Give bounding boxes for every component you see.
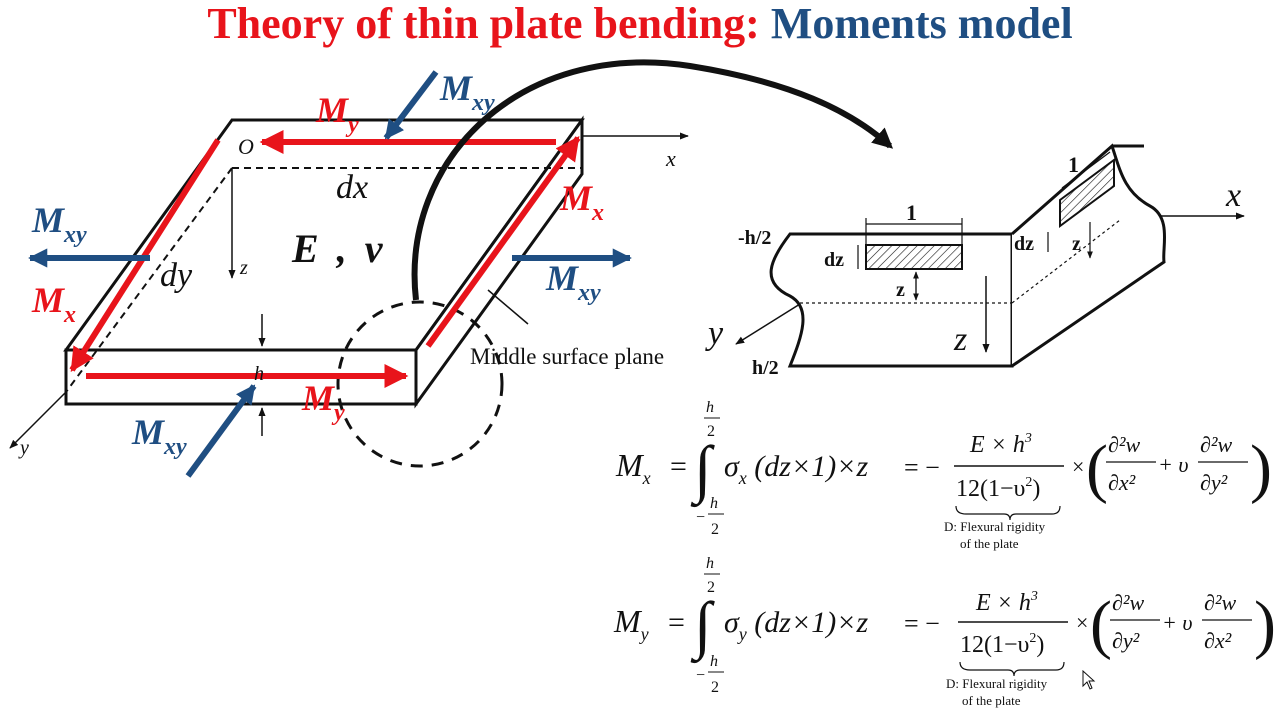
mx-times: × (1072, 454, 1084, 479)
mx-paren-open: ( (1086, 432, 1108, 505)
my-note2: of the plate (962, 693, 1021, 708)
slide-title: Theory of thin plate bending: Moments mo… (0, 0, 1280, 49)
mxy-bottom-arrow (185, 384, 257, 478)
mx-denominator: 12(1−υ2) (956, 475, 1040, 502)
mx-plus: + υ (1158, 452, 1188, 477)
front-z-label: z (896, 279, 905, 301)
mx-d2w-a: ∂²w (1108, 432, 1140, 457)
mx-right-arrow (425, 136, 581, 348)
my-paren-open: ( (1090, 588, 1112, 661)
mx-rhs-equals: = − (904, 453, 940, 482)
origin-label: O (238, 134, 254, 159)
plate-y-label: y (18, 437, 29, 459)
my-underbrace (959, 661, 1065, 677)
my-times: × (1076, 610, 1088, 635)
side-width-dim (1061, 151, 1111, 189)
my-sigma: σy (dz×1)×z (724, 606, 868, 647)
my-upper-2: 2 (707, 579, 715, 596)
my-lower-h: h (710, 653, 718, 670)
mx-dx2-a: ∂x² (1108, 470, 1136, 495)
plate-y-axis (9, 391, 67, 449)
equation-my: My = ∫ h 2 − h 2 σy (dz×1)×z = − E × h3 … (613, 555, 1276, 708)
my-upper-h: h (706, 555, 714, 572)
my-dx2-b: ∂x² (1204, 628, 1232, 653)
my-dy2-a: ∂y² (1112, 628, 1140, 653)
equation-mx: Mx = ∫ h 2 − h 2 σx (dz×1)×z = − E × h3 … (615, 399, 1272, 551)
moment-arrows-blue (28, 70, 632, 478)
side-z-label: z (1072, 233, 1081, 255)
mx-lower-2: 2 (711, 521, 719, 538)
mx-note2: of the plate (960, 536, 1019, 551)
mx-sigma: σx (dz×1)×z (724, 450, 868, 491)
mxy-top-label: Mxy (439, 68, 495, 116)
mouse-cursor-icon (1082, 670, 1096, 690)
mx-lower-h: h (710, 495, 718, 512)
my-note1: D: Flexural rigidity (946, 676, 1048, 691)
mx-upper-h: h (706, 399, 714, 416)
section-bottom-label: h/2 (752, 357, 779, 379)
front-dz-label: dz (824, 249, 844, 271)
mx-symbol: Mx (615, 447, 651, 488)
mx-paren-close: ) (1250, 432, 1272, 505)
mx-left-label: Mx (31, 280, 76, 328)
material-label: E , v (291, 226, 384, 271)
dx-label: dx (336, 169, 368, 206)
section-view (735, 143, 1245, 368)
my-integral: ∫ (690, 589, 715, 664)
my-rhs-equals: = − (904, 609, 940, 638)
middle-surface-leader (487, 289, 529, 325)
my-d2w-a: ∂²w (1112, 590, 1144, 615)
my-numerator: E × h3 (975, 589, 1038, 616)
zoom-circle (336, 300, 504, 468)
section-y-label: y (705, 315, 724, 352)
side-dz-label: dz (1014, 233, 1034, 255)
thickness-label: h (254, 363, 264, 385)
side-strip (1059, 158, 1115, 228)
my-d2w-b: ∂²w (1204, 590, 1236, 615)
section-top-label: -h/2 (738, 227, 771, 249)
my-paren-close: ) (1254, 588, 1276, 661)
mxy-left-label: Mxy (31, 200, 87, 248)
mx-upper-2: 2 (707, 423, 715, 440)
zoom-curved-arrow (411, 59, 894, 301)
front-width-label: 1 (906, 200, 917, 225)
my-bottom-label: My (301, 378, 345, 426)
mxy-right-label: Mxy (545, 258, 601, 306)
my-lower-minus: − (696, 667, 705, 684)
side-width-label: 1 (1068, 152, 1079, 177)
mx-equals: = (670, 450, 687, 483)
mx-d2w-b: ∂²w (1200, 432, 1232, 457)
mx-lower-minus: − (696, 509, 705, 526)
my-top-label: My (315, 90, 359, 138)
mx-right-label: Mx (559, 178, 604, 226)
section-z-label: z (953, 321, 967, 358)
dy-label: dy (160, 257, 193, 294)
section-mid-line (1011, 219, 1121, 304)
my-lower-2: 2 (711, 679, 719, 696)
mxy-top-arrow (383, 70, 439, 140)
plate-x-label: x (665, 146, 676, 171)
my-plus: + υ (1162, 610, 1192, 635)
section-y-axis (735, 303, 801, 345)
my-denominator: 12(1−υ2) (960, 631, 1044, 658)
mxy-bottom-label: Mxy (131, 412, 187, 460)
my-equals: = (668, 606, 685, 639)
title-blue-part: Moments model (770, 0, 1073, 48)
front-strip (865, 244, 963, 270)
mx-note1: D: Flexural rigidity (944, 519, 1046, 534)
mx-numerator: E × h3 (969, 431, 1032, 458)
my-symbol: My (613, 603, 649, 644)
middle-surface-label: Middle surface plane (470, 344, 664, 369)
mx-underbrace (955, 505, 1061, 521)
plate-z-label: z (239, 257, 248, 279)
title-red-part: Theory of thin plate bending: (207, 0, 760, 48)
section-x-label: x (1225, 177, 1241, 214)
mx-dy2-b: ∂y² (1200, 470, 1228, 495)
mx-integral: ∫ (690, 433, 715, 508)
